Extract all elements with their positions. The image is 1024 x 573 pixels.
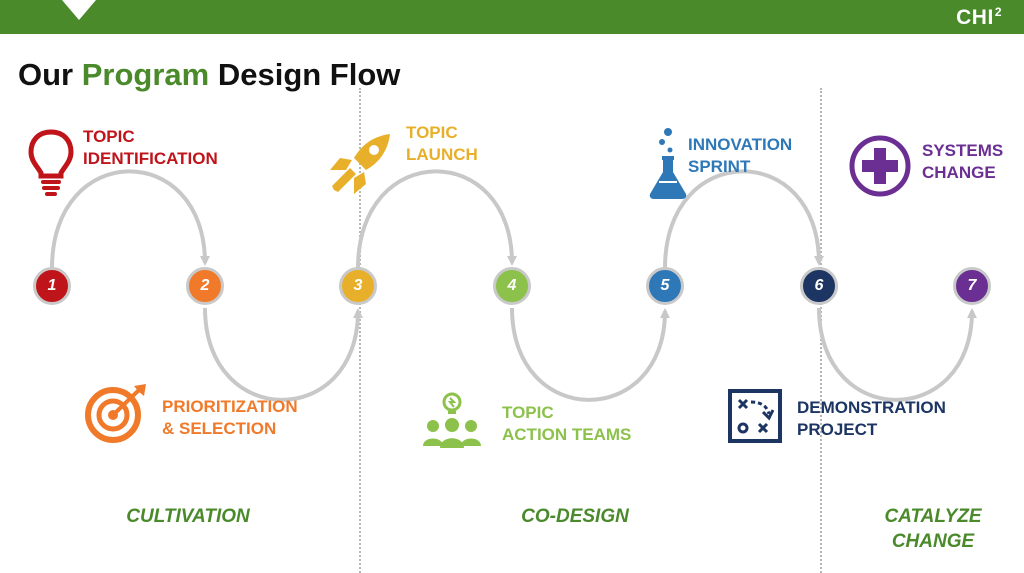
step-3-number: 3 bbox=[353, 277, 363, 294]
flow-arc-1-2 bbox=[50, 169, 210, 269]
flask-icon bbox=[649, 128, 687, 199]
step-3: 3 bbox=[339, 267, 377, 305]
step-5: 5 bbox=[646, 267, 684, 305]
top-bar: CHI2 bbox=[0, 0, 1024, 34]
prioritization-label: PRIORITIZATION & SELECTION bbox=[162, 397, 298, 438]
title-part-1: Our bbox=[18, 57, 82, 92]
action-teams-label: TOPIC ACTION TEAMS bbox=[502, 403, 632, 444]
title-accent: Program bbox=[81, 57, 210, 92]
phase-divider-1 bbox=[359, 88, 361, 573]
step-6-number: 6 bbox=[814, 277, 824, 294]
team-icon bbox=[423, 392, 481, 448]
systems-change-label: SYSTEMS CHANGE bbox=[922, 141, 1004, 182]
flow-arc-3-4 bbox=[356, 169, 517, 269]
step-7-number: 7 bbox=[967, 277, 977, 294]
step-2-number: 2 bbox=[200, 277, 210, 294]
strategy-board-icon bbox=[728, 389, 782, 443]
rocket-icon bbox=[330, 134, 390, 194]
flow-arc-5-6 bbox=[663, 169, 824, 269]
target-icon bbox=[85, 384, 146, 443]
page-title: Our Program Design Flow bbox=[18, 57, 400, 93]
dropdown-notch-icon bbox=[62, 0, 96, 20]
logo-superscript: 2 bbox=[994, 5, 1002, 19]
plus-circle-icon bbox=[849, 135, 911, 197]
title-part-2: Design Flow bbox=[209, 57, 401, 92]
step-6: 6 bbox=[800, 267, 838, 305]
flow-arc-4-5 bbox=[510, 307, 670, 402]
flow-arc-2-3 bbox=[203, 307, 363, 402]
step-4-number: 4 bbox=[507, 277, 517, 294]
lightbulb-icon bbox=[28, 129, 74, 196]
step-2: 2 bbox=[186, 267, 224, 305]
innovation-sprint-label: INNOVATION SPRINT bbox=[688, 135, 793, 176]
topic-launch-label: TOPIC LAUNCH bbox=[406, 123, 478, 164]
flow-arc-6-7 bbox=[817, 307, 977, 402]
step-1: 1 bbox=[33, 267, 71, 305]
chi2-logo: CHI2 bbox=[956, 5, 1002, 30]
logo-text: CHI bbox=[956, 6, 994, 29]
phase-catalyze-change: CATALYZE CHANGE bbox=[884, 506, 982, 552]
step-1-number: 1 bbox=[47, 277, 57, 294]
step-7: 7 bbox=[953, 267, 991, 305]
phase-cultivation: CULTIVATION bbox=[126, 506, 250, 527]
step-4: 4 bbox=[493, 267, 531, 305]
topic-identification-label: TOPIC IDENTIFICATION bbox=[83, 127, 218, 168]
demonstration-label: DEMONSTRATION PROJECT bbox=[797, 398, 946, 439]
step-5-number: 5 bbox=[660, 277, 670, 294]
phase-co-design: CO-DESIGN bbox=[521, 506, 629, 527]
